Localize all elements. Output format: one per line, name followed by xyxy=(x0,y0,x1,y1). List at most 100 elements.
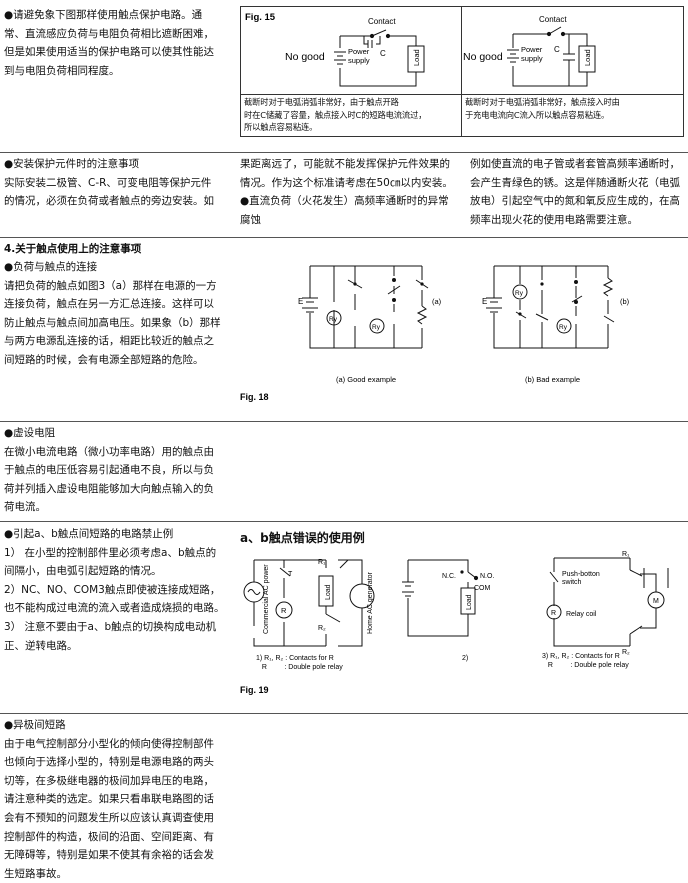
sec6-line: 也倾向于选择小型的，特别是电源电路的两头 xyxy=(4,756,214,769)
push-button-label: Push-botton xyxy=(562,571,600,578)
fig15-circuit-left: Fig. 15 No good Contact C Power supply L… xyxy=(245,12,425,87)
fig15-divider xyxy=(240,94,684,95)
sec6-line: 切等，在多极继电器的极间加异电压的电路， xyxy=(4,774,214,787)
fig19-label: Fig. 19 xyxy=(240,685,269,695)
sec4-line: ●虚设电阻 xyxy=(4,427,56,439)
r2-label: R₂ xyxy=(318,625,326,632)
bad-caption: (b) Bad example xyxy=(525,375,580,384)
fig15-note-right: 截断时对于电弧消弧非常好，触点接入时由 于充电电流向C流入所以触点容易粘连。 xyxy=(465,96,681,121)
sec3-line: ●负荷与触点的连接 xyxy=(4,261,98,273)
fig18-label: Fig. 18 xyxy=(240,392,269,402)
sec2-line: ●直流负荷（火花发生）高频率通断时的异常 xyxy=(240,195,449,208)
sec2-line: 频率出现火花的使用电路需要注意。 xyxy=(470,213,638,226)
sec5-line: 1） 在小型的控制部件里必须考虑a、b触点的 xyxy=(4,546,217,559)
contact-label: Contact xyxy=(539,15,567,24)
divider xyxy=(0,521,688,522)
sec3-line: 请把负荷的触点如图3（a）那样在电源的一方 xyxy=(4,279,217,292)
fig15-label: Fig. 15 xyxy=(245,12,276,23)
divider xyxy=(0,237,688,238)
sec6-line: 由于电气控制部分小型化的倾向使得控制部件 xyxy=(4,737,214,750)
sec5-line: 3） 注意不要由于a、b触点的切换构成电动机 xyxy=(4,620,217,633)
nc-label: N.C. xyxy=(442,573,456,580)
load-label: Load xyxy=(412,49,421,66)
sec4-line: 在微小电流电路（微小功率电路）用的触点由 xyxy=(4,445,214,458)
r1-label: R₁ xyxy=(622,551,630,558)
relay-coil-label: Relay coil xyxy=(566,611,597,618)
ry-label: Ry xyxy=(372,324,381,331)
sec6-line: 生短路事故。 xyxy=(4,867,67,880)
note-line: 截断时对于电弧消弧非常好，由于触点开路 xyxy=(244,97,399,107)
no-label: N.O. xyxy=(480,573,494,580)
tag-a: (a) xyxy=(432,297,442,306)
no-good-label: No good xyxy=(285,51,325,63)
home-ac-label: Home AC generator xyxy=(367,571,374,634)
sec5-line: 也不能构成过电流的流入或者造成烧损的电路。 xyxy=(4,602,225,615)
power-supply-label-2: supply xyxy=(348,56,370,65)
capacitor-label: C xyxy=(380,49,386,58)
power-supply-label: Power xyxy=(521,45,543,54)
sec6-text: ●异极间短路 由于电气控制部分小型化的倾向使得控制部件 也倾向于选择小型的，特别… xyxy=(4,716,236,883)
no-good-label: No good xyxy=(463,51,503,63)
sec6-line: 控制部件的构造，极间的沿面、空间距离、有 xyxy=(4,830,214,843)
cap1-line: R : Double pole relay xyxy=(256,664,343,671)
note-line: 时在C储藏了容量，触点接入时C的短路电流流过， xyxy=(244,109,427,120)
battery-e: E xyxy=(298,297,303,306)
sec3-line: 与两方电源乱连接的话，相距比较近的触点之 xyxy=(4,335,214,348)
sec6-line: 会有不预知的问题发生所以应该认真调查使用 xyxy=(4,811,214,824)
sec2-line: 果距离远了，可能就不能发挥保护元件效果的 xyxy=(240,158,450,170)
sec3-text: ●负荷与触点的连接 请把负荷的触点如图3（a）那样在电源的一方 连接负荷，触点在… xyxy=(4,258,236,370)
sec5-line: 正、逆转电路。 xyxy=(4,639,78,652)
sec4-line: 于触点的电压低容易引起通电不良，所以与负 xyxy=(4,464,214,477)
ry-label: Ry xyxy=(515,290,524,297)
fig15-panel-right xyxy=(461,6,684,137)
r1-label: R₁ xyxy=(318,559,326,566)
sec5-line: ●引起a、b触点间短路的电路禁止例 xyxy=(4,528,174,540)
good-caption: (a) Good example xyxy=(336,375,396,384)
divider xyxy=(0,421,688,422)
cap2-label: 2) xyxy=(462,655,468,662)
sec2-line: 放电）引起空气中的氮和氧反应生成的，在高 xyxy=(470,195,680,208)
fig15-note-left: 截断时对于电弧消弧非常好，由于触点开路 时在C储藏了容量，触点接入时C的短路电流… xyxy=(244,96,460,134)
sec3-line: 连接负荷，触点在另一方汇总连接。这样可以 xyxy=(4,298,214,311)
sec5-line: 间隔小，由电弧引起短路的情况。 xyxy=(4,565,162,578)
sec5-line: 2）NC、NO、COM3触点即使被连接成短路， xyxy=(4,583,221,596)
sec2-line: 实际安装二极管、C-R、可变电阻等保护元件 xyxy=(4,176,212,189)
capacitor-label: C xyxy=(554,45,560,54)
fig18-diagram: E Ry Ry (a) E Ry Ry (b) (a) Good example… xyxy=(240,265,630,402)
com-label: COM xyxy=(474,585,491,592)
load-label: Load xyxy=(583,49,592,66)
sec2-line: 腐蚀 xyxy=(240,213,261,226)
note-line: 于充电电流向C流入所以触点容易粘连。 xyxy=(465,109,610,120)
sec5-text: ●引起a、b触点间短路的电路禁止例 1） 在小型的控制部件里必须考虑a、b触点的… xyxy=(4,525,236,655)
sec2-col3: 例如使直流的电子管或者套管高频率通断时， 会产生青绿色的锈。这是伴随通断火花（电… xyxy=(470,155,686,229)
r-label: R xyxy=(551,610,556,617)
note-line: 截断时对于电弧消弧非常好，触点接入时由 xyxy=(465,97,620,107)
load-label: Load xyxy=(466,594,473,610)
cap3-line: 3) R₁, R₂ : Contacts for R xyxy=(542,653,620,660)
sec6-line: 请注意种类的选定。如果只看串联电路图的话 xyxy=(4,793,214,806)
sec2-line: 会产生青绿色的锈。这是伴随通断火花（电弧 xyxy=(470,176,680,189)
divider xyxy=(0,713,688,714)
t-label: T xyxy=(288,571,293,578)
commercial-ac-label: Commercial AC power xyxy=(263,564,270,634)
sec1-line: ●请避免象下图那样使用触点保护电路。通 xyxy=(4,9,203,21)
sec3-line: 间短路的时候，会有电源全部短路的危险。 xyxy=(4,353,204,366)
r2-label: R₂ xyxy=(622,649,630,656)
sec3-heading: 4.关于触点使用上的注意事项 xyxy=(4,243,142,255)
ry-label: Ry xyxy=(559,324,568,331)
note-line: 所以触点容易粘连。 xyxy=(244,122,318,132)
fig19-diagram: R T R₁ R₂ Load Commercial AC power Home … xyxy=(240,551,669,695)
sec6-line: 无障碍等，特别是如果不使其有余裕的话会发 xyxy=(4,849,214,862)
push-button-label-2: switch xyxy=(562,579,582,586)
sec2-line: 例如使直流的电子管或者套管高频率通断时， xyxy=(470,158,680,170)
motor-label: M xyxy=(653,598,659,605)
tag-b: (b) xyxy=(620,297,630,306)
sec1-text: ●请避免象下图那样使用触点保护电路。通 常、直流感应负荷与电阻负荷相比遮断困难，… xyxy=(4,6,234,80)
sec4-line: 荷电流。 xyxy=(4,501,46,514)
sec4-line: 荷并列插入虚设电阻能够加大向触点输入的负 xyxy=(4,482,214,495)
divider xyxy=(0,152,688,153)
sec2-col2: 果距离远了，可能就不能发挥保护元件效果的 情况。作为这个标准请考虑在50㎝以内安… xyxy=(240,155,462,229)
fig19-title: a、b触点错误的使用例 xyxy=(240,531,365,545)
cap1-line: 1) R₁, R₂ : Contacts for R xyxy=(256,655,334,662)
r-label: R xyxy=(281,606,287,615)
